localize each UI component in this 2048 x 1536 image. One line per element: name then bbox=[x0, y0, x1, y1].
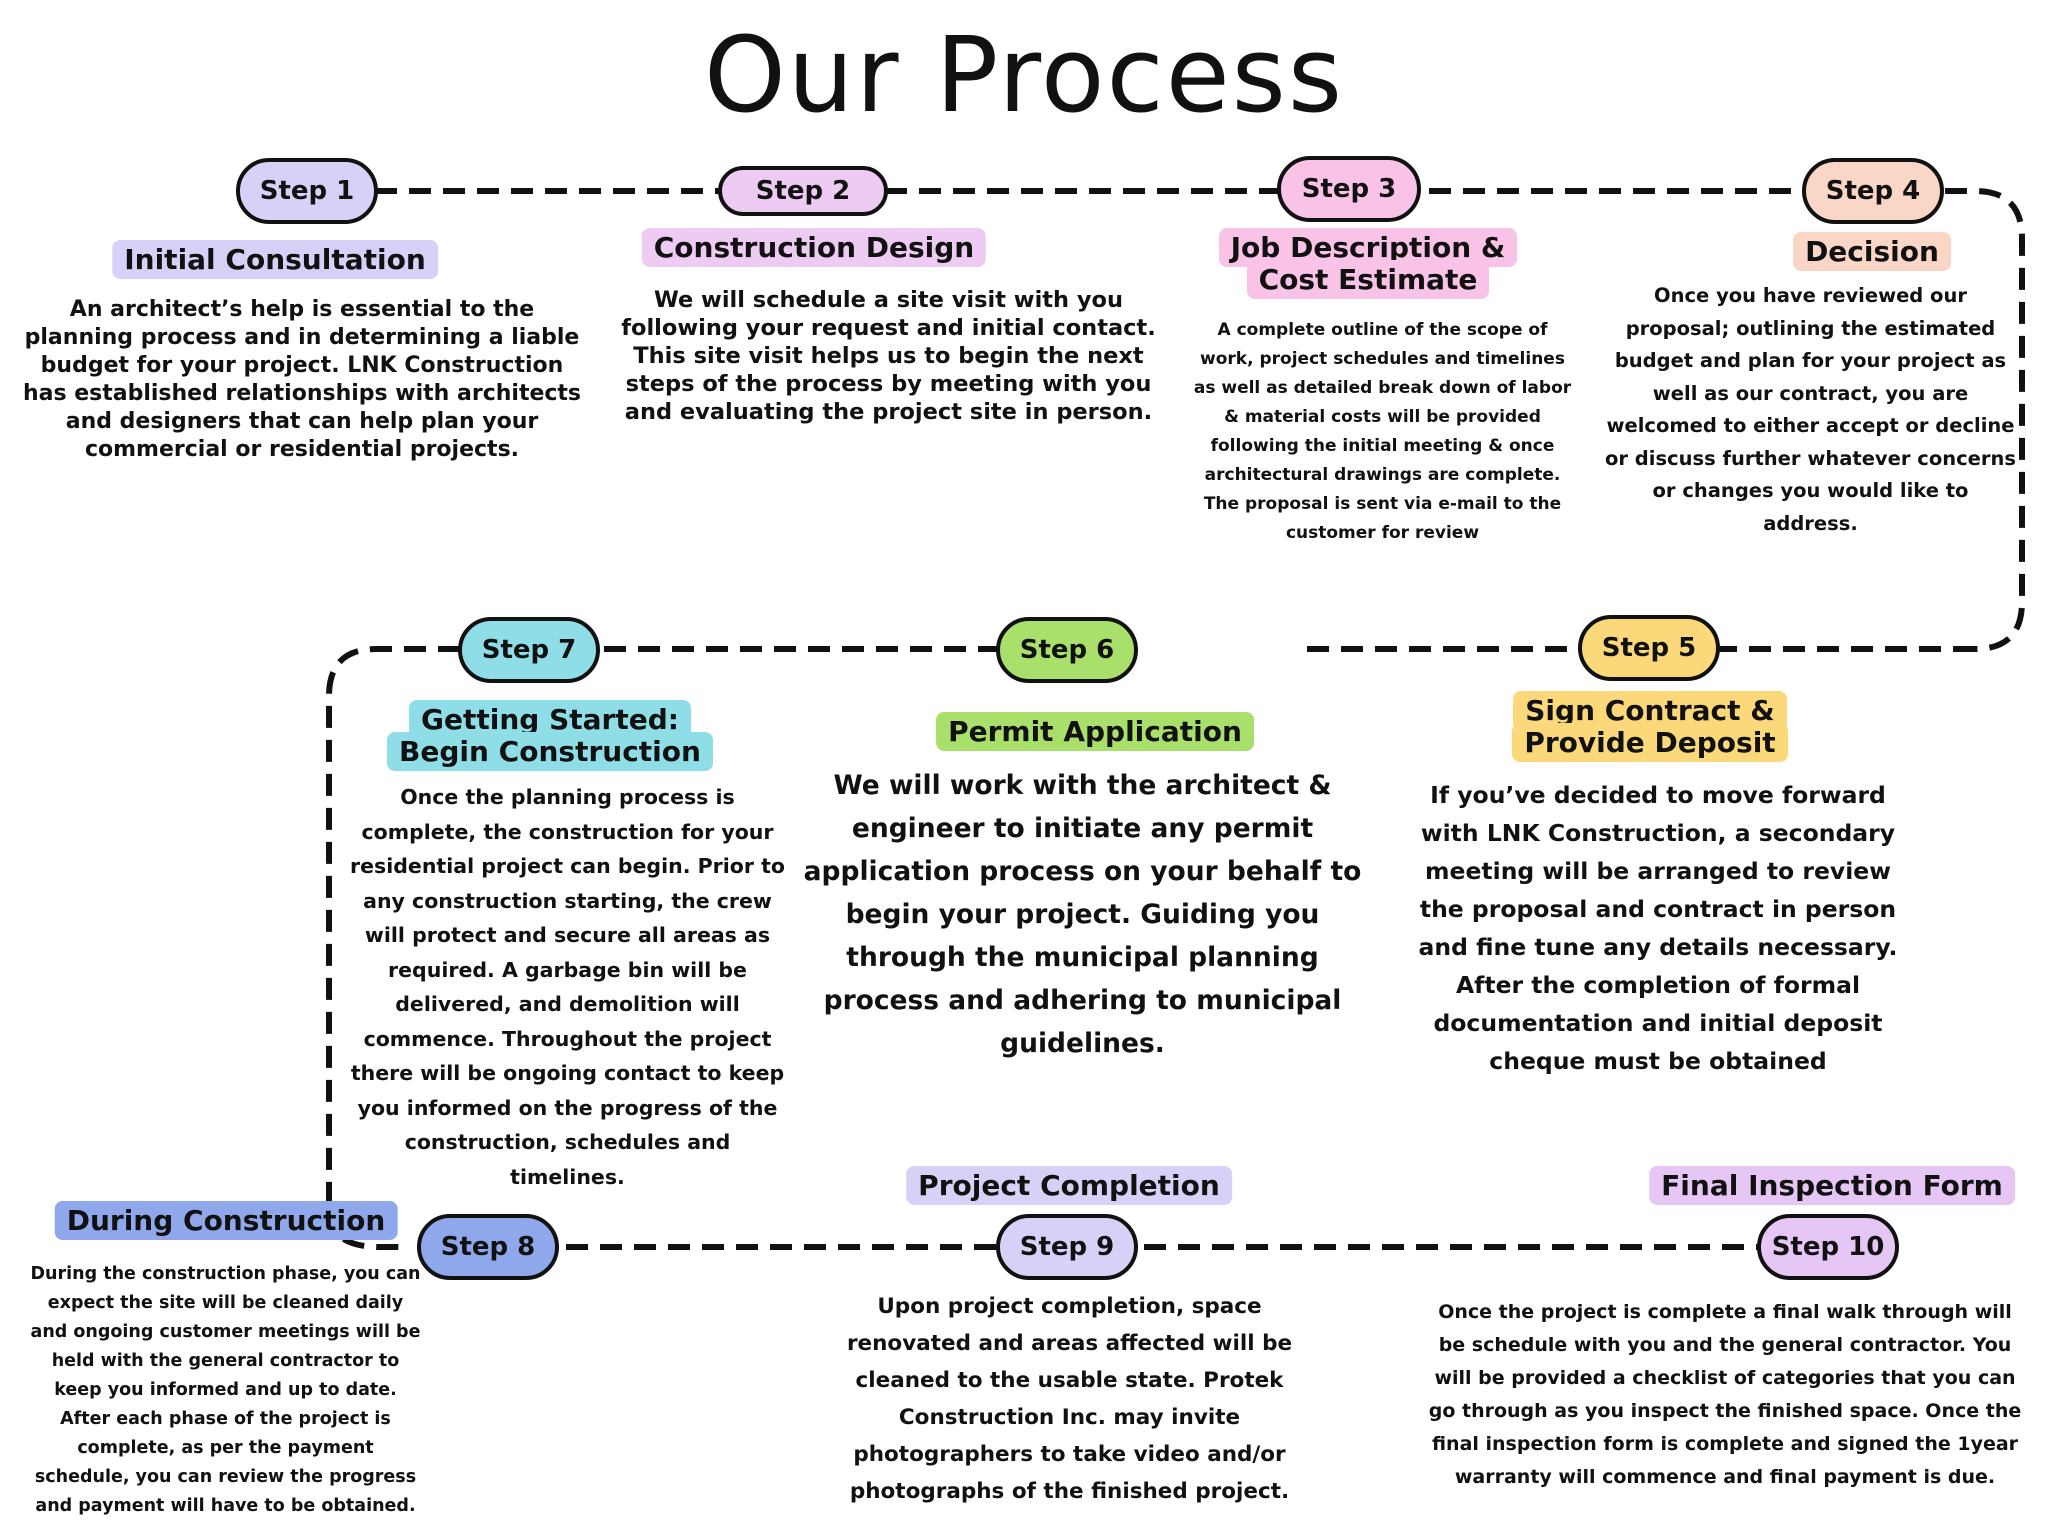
step-4-label: Step 4 bbox=[1825, 176, 1921, 206]
step-9-heading-text: Project Completion bbox=[906, 1166, 1232, 1205]
step-5-heading: Sign Contract & Provide Deposit bbox=[1460, 691, 1840, 762]
step-10-heading: Final Inspection Form bbox=[1649, 1166, 2015, 1205]
step-10-badge: Step 10 bbox=[1757, 1214, 1899, 1280]
step-5-description: If you’ve decided to move forward with L… bbox=[1418, 781, 1898, 1075]
step-3-badge: Step 3 bbox=[1277, 156, 1421, 222]
step-2-description: We will schedule a site visit with you f… bbox=[621, 287, 1156, 425]
step-2-label: Step 2 bbox=[755, 176, 851, 206]
step-4-heading: Decision bbox=[1793, 232, 1951, 271]
step-1-label: Step 1 bbox=[259, 176, 355, 206]
step-6-heading: Permit Application bbox=[936, 712, 1254, 751]
step-5-label: Step 5 bbox=[1601, 633, 1697, 663]
step-9-badge: Step 9 bbox=[996, 1214, 1138, 1280]
step-7-badge: Step 7 bbox=[458, 617, 600, 683]
step-8-heading-text: During Construction bbox=[54, 1201, 398, 1240]
step-9-heading: Project Completion bbox=[906, 1166, 1232, 1205]
step-1-description: An architect’s help is essential to the … bbox=[22, 297, 582, 462]
step-7-heading-text: Getting Started: Begin Construction bbox=[387, 700, 713, 771]
step-8-description: During the construction phase, you can e… bbox=[30, 1264, 421, 1516]
step-3-heading: Job Description & Cost Estimate bbox=[1188, 228, 1548, 299]
step-10-heading-text: Final Inspection Form bbox=[1649, 1166, 2015, 1205]
step-1-heading-text: Initial Consultation bbox=[112, 240, 438, 279]
step-3-label: Step 3 bbox=[1301, 174, 1397, 204]
step-2-heading-text: Construction Design bbox=[641, 228, 987, 267]
step-6-badge: Step 6 bbox=[996, 617, 1138, 683]
step-1-badge: Step 1 bbox=[236, 158, 378, 224]
step-6-description: We will work with the architect & engine… bbox=[803, 770, 1362, 1059]
step-8-heading: During Construction bbox=[54, 1201, 398, 1240]
step-5-badge: Step 5 bbox=[1578, 615, 1720, 681]
step-3-description: A complete outline of the scope of work,… bbox=[1193, 320, 1572, 543]
step-4-description: Once you have reviewed our proposal; out… bbox=[1605, 284, 2016, 535]
page-title: Our Process bbox=[703, 14, 1345, 136]
step-8-badge: Step 8 bbox=[417, 1214, 559, 1280]
step-3-heading-text: Job Description & Cost Estimate bbox=[1218, 228, 1518, 299]
step-2-badge: Step 2 bbox=[718, 166, 888, 216]
connector-row-2 bbox=[326, 646, 1975, 1210]
step-5-heading-text: Sign Contract & Provide Deposit bbox=[1512, 691, 1788, 762]
step-8-label: Step 8 bbox=[440, 1232, 536, 1262]
step-6-heading-text: Permit Application bbox=[936, 712, 1254, 751]
connector-row-1 bbox=[375, 188, 2025, 652]
step-6-label: Step 6 bbox=[1019, 635, 1115, 665]
step-9-label: Step 9 bbox=[1019, 1232, 1115, 1262]
step-10-label: Step 10 bbox=[1771, 1232, 1885, 1262]
step-7-heading: Getting Started: Begin Construction bbox=[370, 700, 730, 771]
step-1-heading: Initial Consultation bbox=[112, 240, 438, 279]
step-10-description: Once the project is complete a final wal… bbox=[1428, 1301, 2022, 1488]
step-4-badge: Step 4 bbox=[1802, 158, 1944, 224]
step-7-description: Once the planning process is complete, t… bbox=[350, 785, 786, 1189]
step-9-description: Upon project completion, space renovated… bbox=[846, 1294, 1293, 1504]
step-2-heading: Construction Design bbox=[641, 228, 987, 267]
step-4-heading-text: Decision bbox=[1793, 232, 1951, 271]
step-7-label: Step 7 bbox=[481, 635, 577, 665]
